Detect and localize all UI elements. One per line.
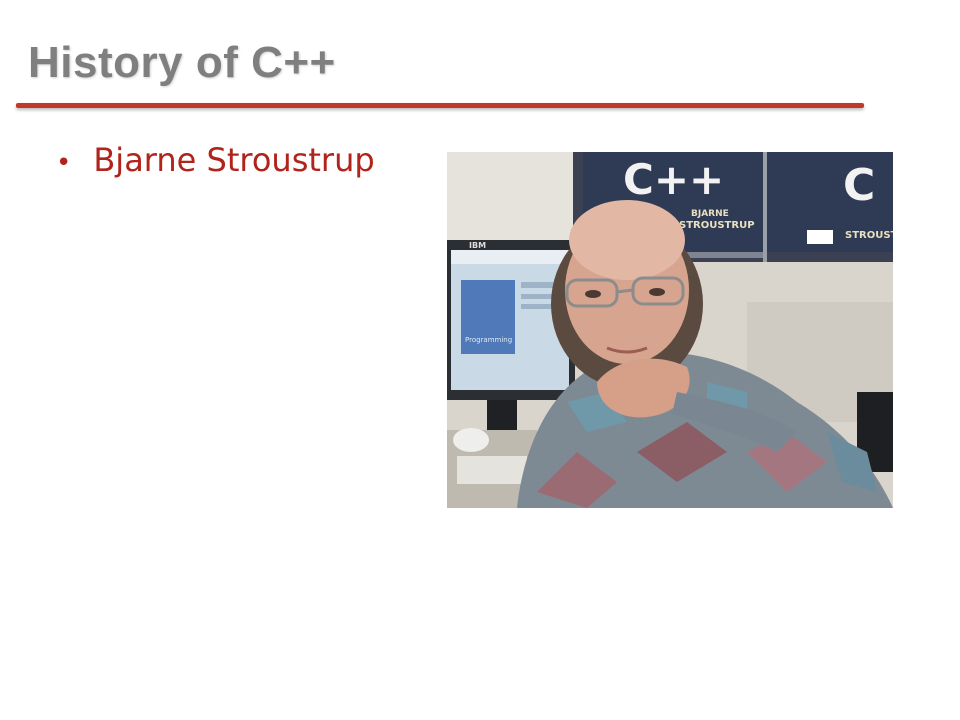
- hand: [597, 358, 690, 418]
- svg-text:C: C: [843, 160, 875, 211]
- poster-cpp-title: C++: [623, 155, 724, 204]
- svg-text:STROUSTRUP: STROUSTRUP: [845, 230, 893, 241]
- slide-title: History of C++: [28, 38, 336, 87]
- monitor-brand-label: IBM: [469, 241, 486, 250]
- glasses-icon: [565, 278, 619, 308]
- bullet-text: Bjarne Stroustrup: [93, 141, 375, 179]
- poster-author-surname: STROUSTRUP: [679, 220, 755, 231]
- screen-book-title: Programming: [465, 336, 512, 344]
- portrait-photo-illustration: C++ C BJARNE STROUSTRUP STROUSTRUP IBM P…: [447, 152, 893, 508]
- bullet-dot-icon: •: [56, 148, 72, 178]
- poster-author-first: BJARNE: [691, 209, 729, 219]
- bullet-list: • Bjarne Stroustrup: [56, 136, 375, 187]
- portrait-photo: C++ C BJARNE STROUSTRUP STROUSTRUP IBM P…: [447, 152, 893, 508]
- title-underline-rule: [16, 103, 864, 108]
- bullet-item: • Bjarne Stroustrup: [56, 136, 375, 187]
